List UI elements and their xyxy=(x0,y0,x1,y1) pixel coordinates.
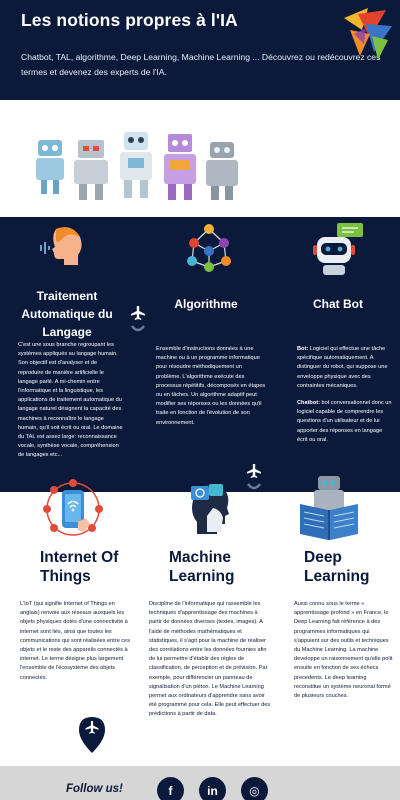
notion-text-chatbot: Chatbot: bot conversationnel donc un log… xyxy=(297,399,393,445)
notion-card-iot: Internet Of Things L'IoT (qui signifie I… xyxy=(0,474,145,764)
airplane-icon[interactable] xyxy=(246,463,262,479)
notions-section-dark: Traitement Automatique du Langage C'est … xyxy=(0,217,400,492)
notion-text: Discipline de l'informatique qui rassemb… xyxy=(149,601,271,718)
linkedin-button[interactable]: in xyxy=(199,777,226,800)
page-header: Les notions propres à l'IA Chatbot, TAL,… xyxy=(0,0,400,100)
chatbot-definition: bot conversationnel donc un logiciel cap… xyxy=(297,400,392,443)
machine-learning-head-icon xyxy=(191,484,229,534)
network-nodes-icon xyxy=(187,224,231,272)
chatbot-robot-icon xyxy=(313,223,363,275)
robots-hero-image xyxy=(0,100,400,217)
notion-card-chatbot: Chat Bot Bot: Logiciel qui effectue une … xyxy=(275,217,400,492)
notion-title: Deep Learning xyxy=(304,549,370,585)
notion-text: L'IoT (qui signifie Internet of Things e… xyxy=(20,601,131,681)
follow-us-label: Follow us! xyxy=(66,783,123,795)
notion-text: Aussi connu sous le terme « apprentissag… xyxy=(294,601,393,700)
notion-text-bot: Bot: Logiciel qui effectue une tâche spé… xyxy=(297,345,393,391)
notion-title: Algorithme xyxy=(174,297,238,311)
notion-card-algorithme: Algorithme Ensemble d'instructions donné… xyxy=(140,217,275,492)
linkedin-icon: in xyxy=(207,783,218,798)
notion-text: Ensemble d'instructions données à une ma… xyxy=(156,346,266,426)
instagram-icon: ◎ xyxy=(249,783,260,798)
instagram-button[interactable]: ◎ xyxy=(241,777,268,800)
toy-robots-icon xyxy=(36,132,238,200)
chatbot-label: Chatbot: xyxy=(297,400,320,406)
page-description: Chatbot, TAL, algorithme, Deep Learning,… xyxy=(21,52,381,77)
chevron-down-icon[interactable] xyxy=(247,483,261,491)
notion-title: Machine Learning xyxy=(169,549,235,585)
facebook-button[interactable]: f xyxy=(157,777,184,800)
brand-logo-icon xyxy=(344,8,392,60)
notion-title: Traitement Automatique du Langage xyxy=(21,289,113,339)
page-footer: Follow us! f in ◎ xyxy=(0,766,400,800)
notion-card-deep-learning: Deep Learning Aussi connu sous le terme … xyxy=(280,474,400,764)
speaking-head-icon xyxy=(40,227,82,265)
notion-text: C'est une sous branche regroupant les sy… xyxy=(18,342,123,459)
airplane-pin-icon[interactable] xyxy=(78,716,106,754)
robot-book-icon xyxy=(300,476,358,540)
bot-definition: Logiciel qui effectue une tâche spécifiq… xyxy=(297,346,388,389)
notion-title: Chat Bot xyxy=(313,297,363,311)
page-title: Les notions propres à l'IA xyxy=(21,10,238,30)
facebook-icon: f xyxy=(168,783,173,798)
notion-card-tal: Traitement Automatique du Langage C'est … xyxy=(0,217,140,492)
bot-label: Bot: xyxy=(297,346,309,352)
chevron-down-icon[interactable] xyxy=(131,325,145,333)
notion-card-machine-learning: Machine Learning Discipline de l'informa… xyxy=(145,474,280,764)
notion-title: Internet Of Things xyxy=(40,549,119,585)
iot-phone-icon xyxy=(43,479,103,536)
airplane-icon[interactable] xyxy=(130,305,146,321)
